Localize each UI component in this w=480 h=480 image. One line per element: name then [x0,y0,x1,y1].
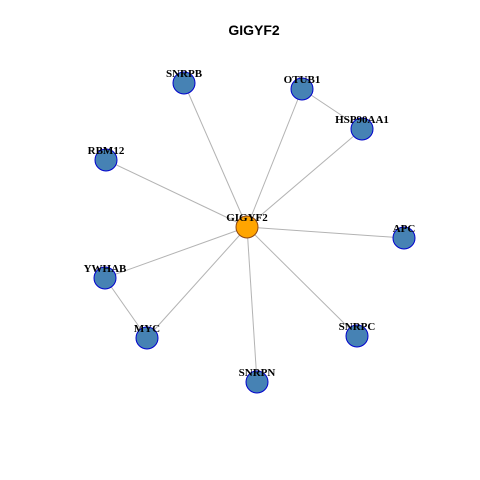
node-rbm12 [94,148,118,172]
node-apc [392,226,416,250]
node-snrpn [245,370,269,394]
node-label-rbm12: RBM12 [88,145,125,157]
edge-gigyf2-ywhab [104,226,248,279]
nodes-layer [93,71,416,394]
edge-gigyf2-snrpb [183,82,248,228]
node-gigyf2 [235,215,259,239]
node-snrpc [345,324,369,348]
chart-title: GIGYF2 [228,22,280,38]
edge-gigyf2-myc [146,226,248,339]
edge-gigyf2-otub1 [246,88,303,228]
edge-ywhab-myc [104,277,148,339]
edge-gigyf2-rbm12 [105,159,248,228]
edge-otub1-hsp90aa1 [301,88,363,130]
node-label-snrpb: SNRPB [166,68,203,80]
node-snrpb [172,71,196,95]
edge-gigyf2-snrpc [246,226,358,337]
edges-layer [104,82,405,383]
node-label-hsp90aa1: HSP90AA1 [335,114,389,126]
node-label-ywhab: YWHAB [84,263,127,275]
node-myc [135,326,159,350]
node-ywhab [93,266,117,290]
node-label-apc: APC [393,223,416,235]
node-label-myc: MYC [134,323,160,335]
node-hsp90aa1 [350,117,374,141]
node-label-snrpn: SNRPN [239,367,276,379]
node-otub1 [290,77,314,101]
edge-gigyf2-apc [246,226,405,239]
node-label-otub1: OTUB1 [284,74,321,86]
node-label-snrpc: SNRPC [339,321,376,333]
node-label-gigyf2: GIGYF2 [226,212,268,224]
edge-gigyf2-snrpn [246,226,258,383]
edge-gigyf2-hsp90aa1 [246,128,363,228]
